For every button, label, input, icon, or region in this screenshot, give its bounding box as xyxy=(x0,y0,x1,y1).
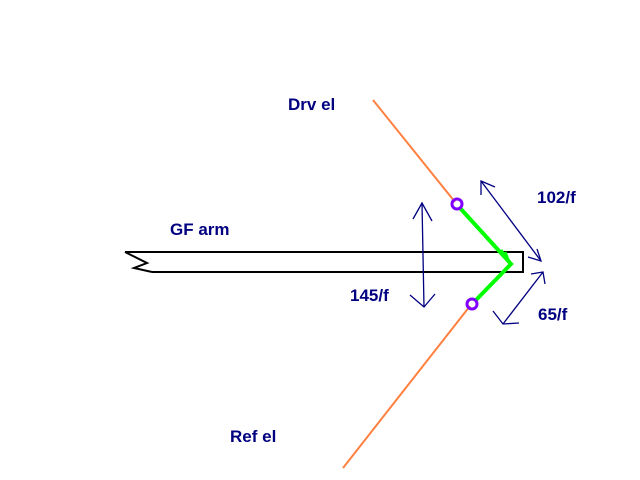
arm-outline xyxy=(125,251,524,273)
driven-element-label: Drv el xyxy=(288,95,336,114)
vertical-dimension-label: 145/f xyxy=(350,286,389,305)
hairpin-match xyxy=(458,206,514,302)
gf-arm xyxy=(124,251,524,273)
gf-arm-label: GF arm xyxy=(170,220,230,239)
reflector-element-label: Ref el xyxy=(230,427,277,446)
upper-dimension-label: 102/f xyxy=(537,188,576,207)
lower-dimension-arrow xyxy=(492,271,546,325)
reflector-junction-icon xyxy=(465,297,479,311)
reflector-element-line xyxy=(342,305,471,469)
upper-dimension-arrow xyxy=(480,180,543,262)
driven-junction-icon xyxy=(450,197,464,211)
vertical-dimension-arrow xyxy=(409,201,436,308)
driven-element-line xyxy=(372,99,456,203)
arm-break-mark xyxy=(124,251,153,273)
hairpin-tip xyxy=(499,249,511,263)
lower-dimension-label: 65/f xyxy=(538,305,568,324)
dimension-arrows xyxy=(409,180,546,325)
